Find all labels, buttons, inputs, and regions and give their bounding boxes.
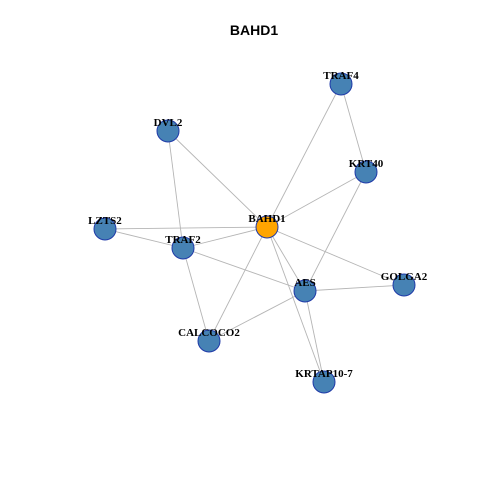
edge-traf4-krt40 bbox=[340, 83, 367, 173]
edge-aes-golga2 bbox=[304, 284, 405, 292]
node-dvl2 bbox=[156, 119, 180, 143]
edge-bahd1-traf2 bbox=[182, 226, 268, 249]
edge-bahd1-krt40 bbox=[266, 171, 367, 228]
edge-lzts2-traf2 bbox=[104, 228, 184, 249]
edge-aes-krtap10-7 bbox=[304, 290, 325, 383]
node-calcoco2 bbox=[197, 329, 221, 353]
node-bahd1 bbox=[255, 215, 279, 239]
edge-bahd1-golga2 bbox=[266, 226, 405, 286]
node-label-lzts2: LZTS2 bbox=[88, 215, 122, 227]
graph-title: BAHD1 bbox=[230, 22, 278, 38]
node-label-traf4: TRAF4 bbox=[323, 70, 359, 82]
edge-dvl2-traf2 bbox=[167, 130, 184, 249]
edge-bahd1-lzts2 bbox=[104, 226, 268, 230]
node-label-dvl2: DVL2 bbox=[154, 117, 183, 129]
node-label-krt40: KRT40 bbox=[349, 158, 384, 170]
node-label-aes: AES bbox=[294, 277, 315, 289]
node-aes bbox=[293, 279, 317, 303]
edge-krt40-aes bbox=[304, 171, 367, 292]
edge-bahd1-aes bbox=[266, 226, 306, 292]
edge-traf2-calcoco2 bbox=[182, 247, 210, 342]
node-traf2 bbox=[171, 236, 195, 260]
edges-layer bbox=[104, 83, 405, 383]
node-golga2 bbox=[392, 273, 416, 297]
node-label-golga2: GOLGA2 bbox=[381, 271, 428, 283]
edge-bahd1-dvl2 bbox=[167, 130, 268, 228]
edge-traf2-aes bbox=[182, 247, 306, 292]
node-label-bahd1: BAHD1 bbox=[248, 213, 285, 225]
edge-aes-calcoco2 bbox=[208, 290, 306, 342]
node-label-krtap10-7: KRTAP10-7 bbox=[295, 368, 353, 380]
node-traf4 bbox=[329, 72, 353, 96]
nodes-layer bbox=[93, 72, 416, 394]
node-krt40 bbox=[354, 160, 378, 184]
edge-bahd1-traf4 bbox=[266, 83, 342, 228]
node-krtap10-7 bbox=[312, 370, 336, 394]
node-label-calcoco2: CALCOCO2 bbox=[178, 327, 240, 339]
node-label-traf2: TRAF2 bbox=[165, 234, 201, 246]
node-lzts2 bbox=[93, 217, 117, 241]
edge-bahd1-calcoco2 bbox=[208, 226, 268, 342]
edge-bahd1-krtap10-7 bbox=[266, 226, 325, 383]
